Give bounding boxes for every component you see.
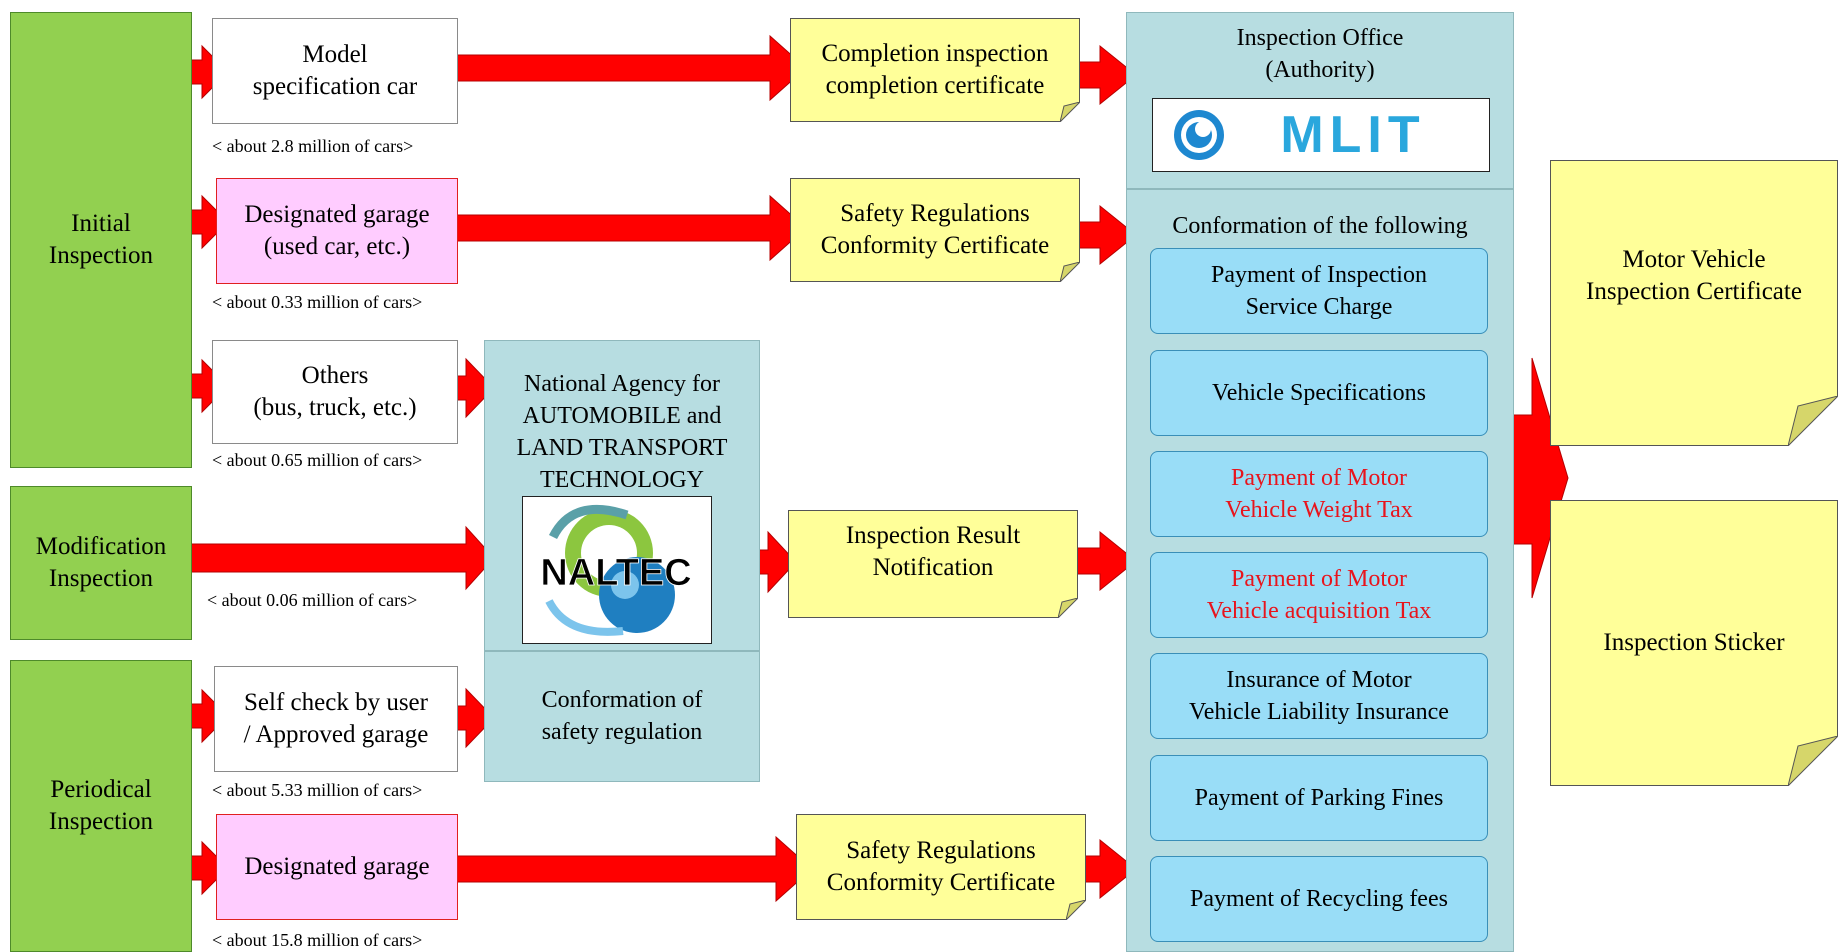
arrow-designated-to-safety2 [445,835,813,903]
naltec-logo-icon: NALTEC [540,504,692,636]
designated-garage-used-label: Designated garage (used car, etc.) [244,201,430,260]
fold-icon [1060,262,1080,282]
fold-icon [1788,396,1838,446]
arrow-model-to-completion [445,34,807,102]
motor-vehicle-certificate-note: Motor Vehicle Inspection Certificate [1550,160,1838,446]
arrow-modification-to-naltec [179,525,495,591]
inspection-office-title: Inspection Office (Authority) [1236,25,1404,83]
naltec-conformation: Conformation of safety regulation [541,687,703,745]
office-item-label: Payment of Motor Vehicle Weight Tax [1225,465,1413,523]
arrow-safety1-to-office [1076,204,1137,266]
naltec-logo: NALTEC [522,496,712,644]
office-item-label: Insurance of Motor Vehicle Liability Ins… [1189,667,1449,725]
completion-certificate-label: Completion inspection completion certifi… [821,40,1049,99]
designated-garage-used-box: Designated garage (used car, etc.) [216,178,458,284]
modification-inspection-label: Modification Inspection [35,533,167,592]
inspection-result-note: Inspection Result Notification [788,510,1078,618]
designated-count: < about 15.8 million of cars> [212,930,423,950]
office-item-weight-tax: Payment of Motor Vehicle Weight Tax [1150,451,1488,537]
office-item-label: Payment of Inspection Service Charge [1211,262,1427,320]
periodical-inspection-box: Periodical Inspection [10,660,192,952]
office-item-label: Payment of Recycling fees [1190,886,1448,912]
model-spec-car-label: Model specification car [252,41,418,100]
inspection-sticker-label: Inspection Sticker [1603,629,1785,656]
office-item-liability-insurance: Insurance of Motor Vehicle Liability Ins… [1150,653,1488,739]
mlit-logo-text: MLIT [1280,106,1425,164]
modification-inspection-box: Modification Inspection [10,486,192,640]
others-count: < about 0.65 million of cars> [212,450,423,470]
naltec-logo-text: NALTEC [540,552,691,594]
safety-certificate-1-note: Safety Regulations Conformity Certificat… [790,178,1080,282]
office-item-label: Payment of Motor Vehicle acquisition Tax [1206,566,1432,624]
fold-icon [1066,900,1086,920]
inspection-sticker-note: Inspection Sticker [1550,500,1838,786]
mlit-logo-icon: MLIT [1174,106,1425,164]
arrow-result-to-office [1076,530,1137,592]
office-item-parking-fines: Payment of Parking Fines [1150,755,1488,841]
safety-certificate-2-label: Safety Regulations Conformity Certificat… [826,837,1056,896]
initial-inspection-box: Initial Inspection [10,12,192,468]
office-divider [1126,188,1514,190]
motor-vehicle-certificate-label: Motor Vehicle Inspection Certificate [1586,246,1802,305]
designated-garage-label: Designated garage [244,853,430,880]
fold-icon [1788,736,1838,786]
self-check-count: < about 5.33 million of cars> [212,780,423,800]
completion-certificate-note: Completion inspection completion certifi… [790,18,1080,122]
office-item-vehicle-specs: Vehicle Specifications [1150,350,1488,436]
office-conformation-heading: Conformation of the following [1172,213,1468,239]
inspection-result-label: Inspection Result Notification [845,522,1021,581]
modification-count: < about 0.06 million of cars> [207,590,418,610]
model-spec-car-box: Model specification car [212,18,458,124]
office-item-label: Payment of Parking Fines [1194,785,1444,811]
others-label: Others (bus, truck, etc.) [253,362,417,421]
fold-icon [1060,102,1080,122]
self-check-label: Self check by user / Approved garage [243,689,429,748]
model-spec-count: < about 2.8 million of cars> [212,136,414,156]
office-item-acquisition-tax: Payment of Motor Vehicle acquisition Tax [1150,552,1488,638]
safety-certificate-2-note: Safety Regulations Conformity Certificat… [796,814,1086,920]
fold-icon [1058,598,1078,618]
designated-used-count: < about 0.33 million of cars> [212,292,423,312]
others-box: Others (bus, truck, etc.) [212,340,458,444]
arrow-used-to-safety1 [445,194,807,262]
arrow-completion-to-office [1076,44,1137,106]
designated-garage-box: Designated garage [216,814,458,920]
periodical-inspection-label: Periodical Inspection [48,776,154,835]
safety-certificate-1-label: Safety Regulations Conformity Certificat… [820,200,1050,259]
office-item-label: Vehicle Specifications [1212,380,1426,406]
office-item-recycling-fees: Payment of Recycling fees [1150,856,1488,942]
naltec-title: National Agency for AUTOMOBILE and LAND … [516,371,728,493]
naltec-divider [484,650,760,652]
self-check-box: Self check by user / Approved garage [214,666,458,772]
mlit-logo: MLIT [1152,98,1490,172]
office-item-inspection-charge: Payment of Inspection Service Charge [1150,248,1488,334]
initial-inspection-label: Initial Inspection [48,210,154,269]
